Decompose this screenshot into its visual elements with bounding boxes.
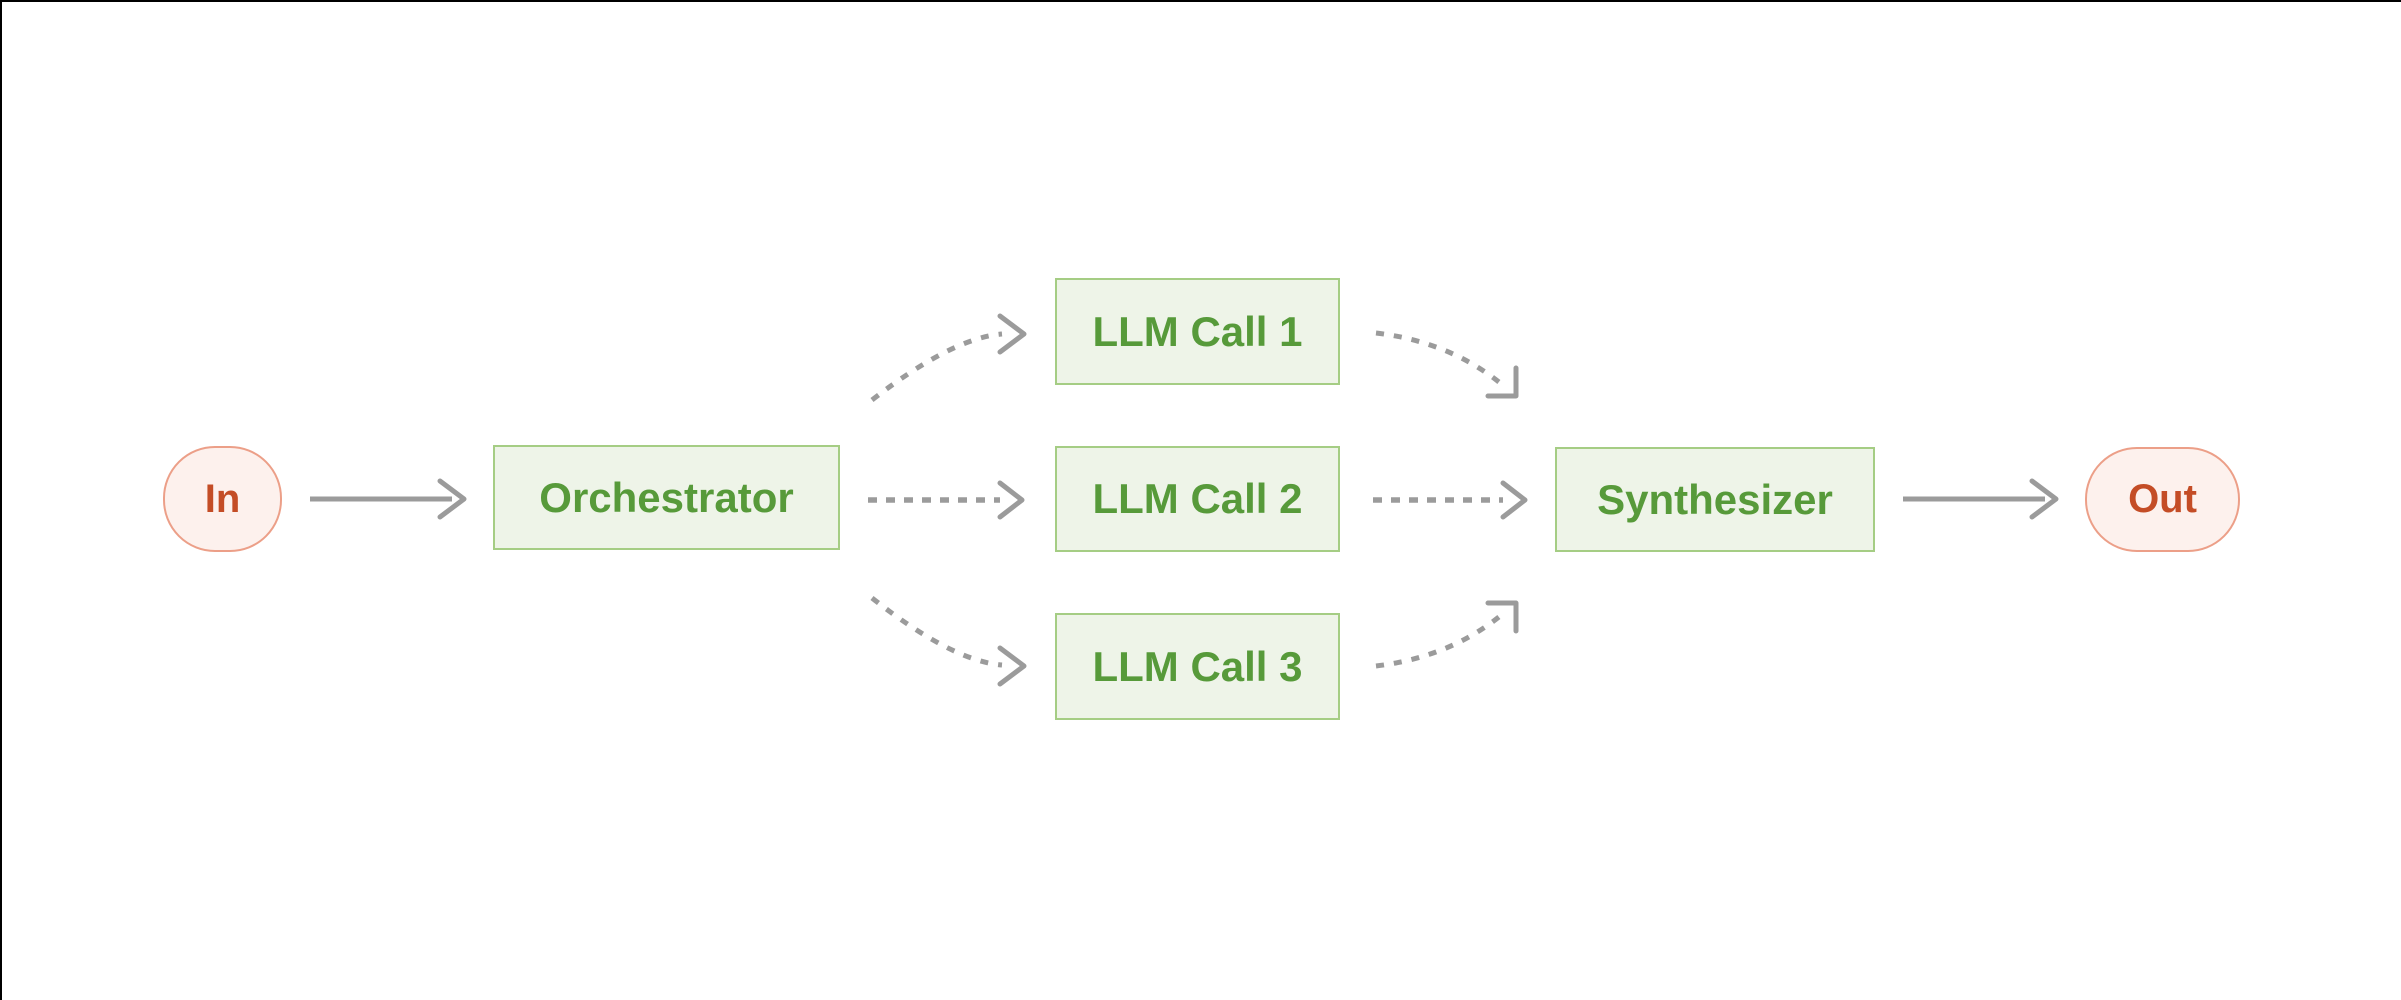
node-llm-call-1: LLM Call 1 [1055,278,1340,385]
edge-llm1-synthesizer [1375,330,1519,399]
node-llm-call-3: LLM Call 3 [1055,613,1340,720]
edge-llm3-synthesizer [1375,600,1519,669]
node-orchestrator: Orchestrator [493,445,840,550]
node-llm-call-2: LLM Call 2 [1055,446,1340,552]
node-in: In [163,446,282,552]
node-synthesizer: Synthesizer [1555,447,1875,552]
arrowhead-icon [1500,480,1528,520]
window-top-border [0,0,2401,2]
edge-synthesizer-out [1903,478,2059,520]
arrowhead-icon [2029,478,2059,520]
edge-orchestrator-llm3 [870,596,1027,687]
edge-in-orchestrator [310,478,467,520]
arrowhead-icon [437,478,467,520]
edge-orchestrator-llm1 [870,313,1027,402]
node-out: Out [2085,447,2240,552]
arrowhead-icon [1485,365,1519,399]
arrowhead-icon [997,480,1025,520]
arrowhead-icon [997,645,1027,687]
edge-llm2-synthesizer [1373,480,1528,520]
window-left-border [0,0,2,1000]
arrowhead-icon [1485,600,1519,634]
arrowhead-icon [997,313,1027,355]
edge-orchestrator-llm2 [868,480,1025,520]
